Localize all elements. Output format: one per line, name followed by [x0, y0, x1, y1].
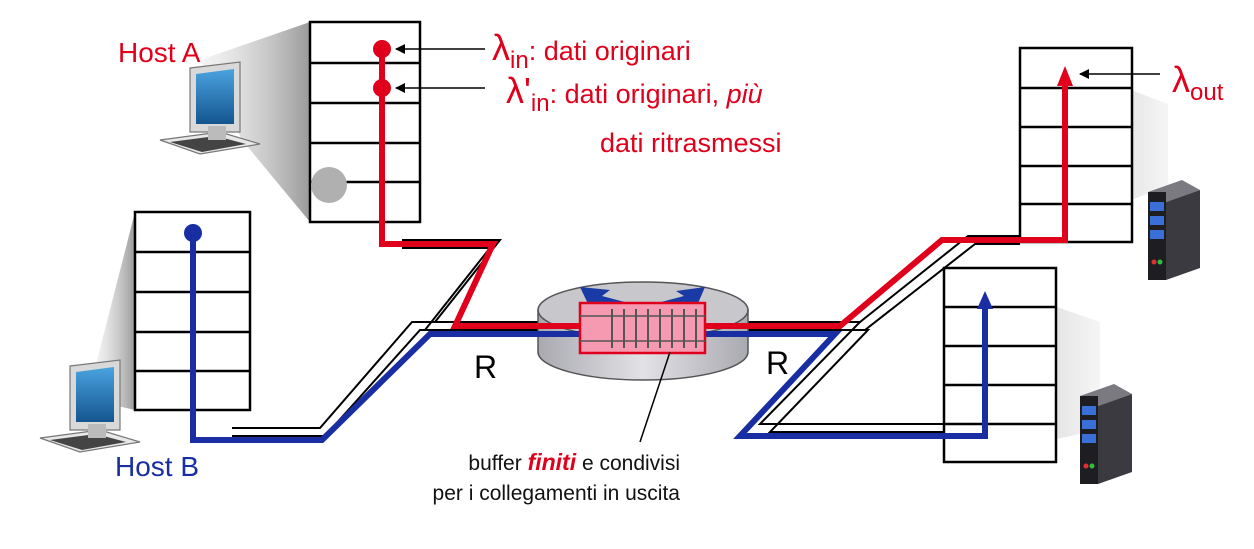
- host-b-panel: [94, 212, 135, 410]
- buffer-note-prefix: buffer: [468, 452, 527, 475]
- shared-buffer: [578, 301, 707, 355]
- lambda-in-prime-subscript: in: [531, 90, 550, 117]
- server-top-buffer: [1018, 46, 1134, 244]
- lambda-out-symbol: λ: [1172, 59, 1190, 100]
- lambda-in-symbol: λ: [492, 27, 510, 68]
- host-b-dot: [184, 224, 202, 242]
- lambda-in-label: λin: dati originari: [492, 27, 691, 74]
- server-icon: [1148, 180, 1200, 280]
- lambda-in-prime-italic: più: [726, 79, 763, 109]
- buffer-note-emph: finiti: [528, 449, 577, 475]
- lambda-in-prime-text: : dati originari,: [550, 79, 727, 109]
- buffer-note-pointer: [639, 351, 671, 443]
- right-link-rate: R: [766, 345, 789, 381]
- lambda-out-subscript: out: [1190, 79, 1224, 106]
- network-links: [232, 235, 1020, 437]
- lambda-out-label: λout: [1172, 59, 1224, 106]
- lambda-in-prime-symbol: λ': [506, 70, 531, 111]
- buffer-note-line2: per i collegamenti in uscita: [433, 482, 681, 505]
- lambda-in-subscript: in: [510, 47, 529, 74]
- buffer-note-line1: buffer finiti e condivisi: [468, 449, 680, 475]
- lambda-in-prime-line2: dati ritrasmessi: [600, 128, 782, 158]
- server-bottom-buffer: [942, 266, 1058, 464]
- lambda-in-dot: [373, 40, 391, 58]
- lambda-in-prime-label: λ'in: dati originari, più: [506, 70, 763, 117]
- host-b-label: Host B: [115, 451, 199, 482]
- computer-icon: [39, 359, 141, 453]
- lambda-in-text: : dati originari: [529, 36, 691, 66]
- host-a-flow-arrowhead: [1057, 66, 1073, 86]
- host-a-label: Host A: [118, 37, 201, 68]
- left-link-rate: R: [474, 349, 497, 385]
- host-b-flow-arrowhead: [977, 291, 993, 309]
- buffer-note-suffix: e condivisi: [576, 452, 680, 475]
- server-icon: [1080, 384, 1132, 484]
- host-a-buffer-slot-marker: [311, 167, 347, 203]
- computer-icon: [159, 61, 261, 155]
- lambda-in-prime-dot: [373, 79, 391, 97]
